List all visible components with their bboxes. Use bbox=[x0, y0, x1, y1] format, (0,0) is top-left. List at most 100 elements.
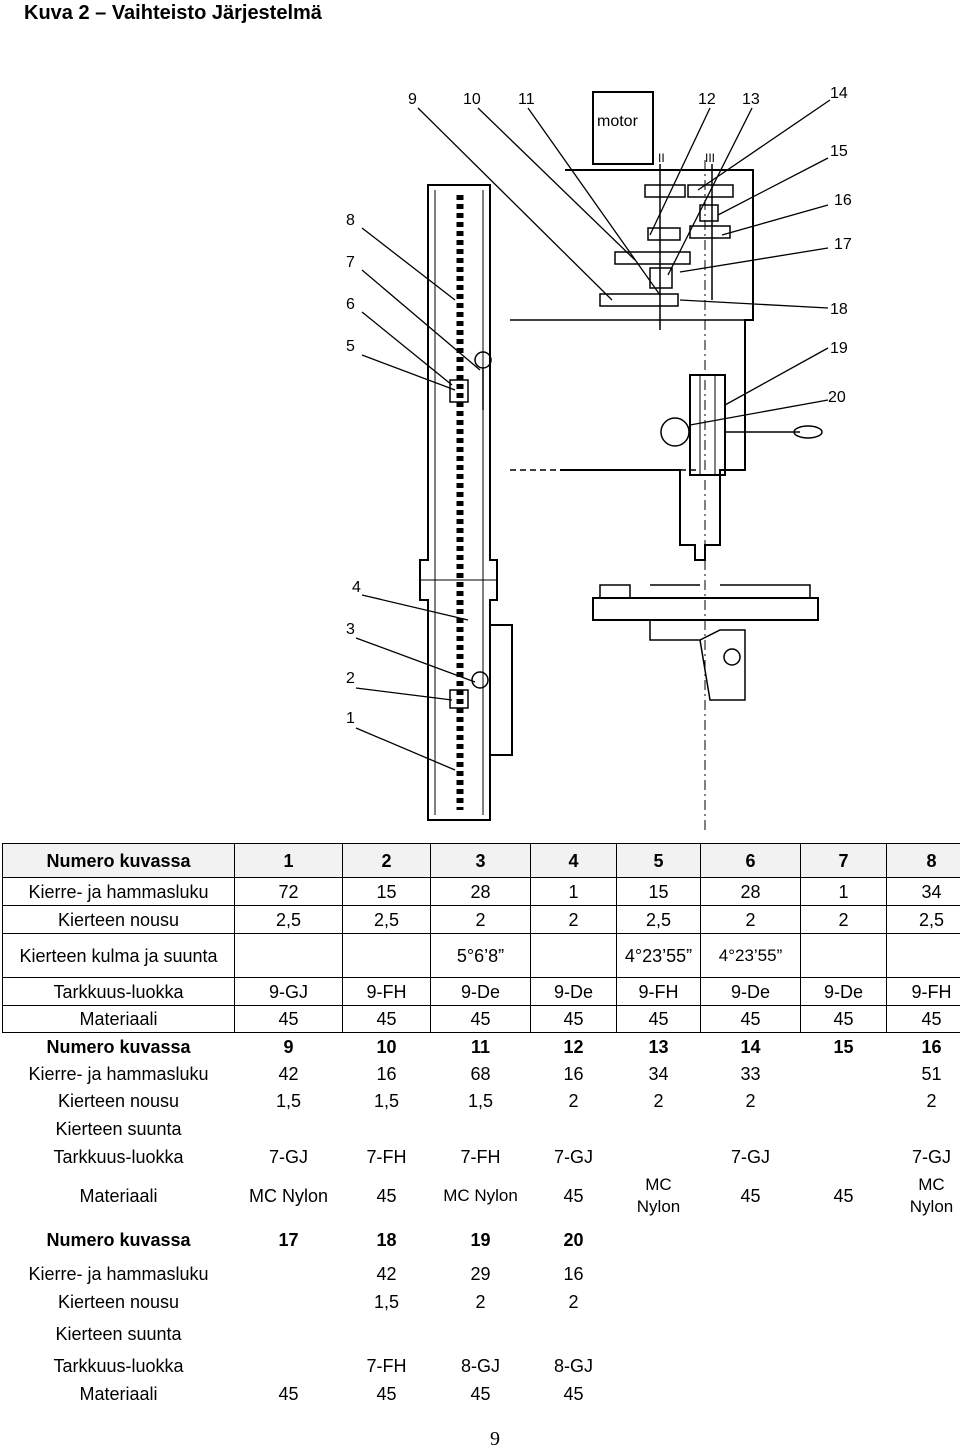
table-cell: 51 bbox=[887, 1061, 960, 1088]
table-cell: 2 bbox=[531, 1088, 617, 1115]
row-label: Kierteen nousu bbox=[3, 906, 235, 934]
callout-11: 11 bbox=[518, 91, 535, 108]
row-label: Numero kuvassa bbox=[3, 1221, 235, 1259]
table-cell: 33 bbox=[701, 1061, 801, 1088]
table-cell bbox=[801, 1061, 887, 1088]
table-row: Tarkkuus-luokka 9-GJ 9-FH 9-De 9-De 9-FH… bbox=[3, 978, 960, 1006]
table-cell bbox=[531, 1115, 617, 1143]
table-cell: 19 bbox=[431, 1221, 531, 1259]
table-cell: 20 bbox=[531, 1221, 617, 1259]
table-row: Numero kuvassa 9 10 11 12 13 14 15 16 bbox=[3, 1033, 960, 1061]
table-cell: 1,5 bbox=[431, 1088, 531, 1115]
table-row: Kierteen nousu 2,5 2,5 2 2 2,5 2 2 2,5 bbox=[3, 906, 960, 934]
table-cell bbox=[531, 1316, 617, 1352]
table-cell bbox=[343, 1316, 431, 1352]
spec-table: Numero kuvassa 1 2 3 4 5 6 7 8 Kierre- j… bbox=[2, 843, 960, 1408]
table-cell: 3 bbox=[431, 844, 531, 878]
table-cell: 11 bbox=[431, 1033, 531, 1061]
table-cell: 45 bbox=[235, 1006, 343, 1033]
table-cell: 7-FH bbox=[431, 1143, 531, 1171]
callout-18: 18 bbox=[830, 301, 848, 318]
table-cell bbox=[235, 934, 343, 978]
callout-6: 6 bbox=[346, 296, 355, 313]
table-cell: 2 bbox=[801, 906, 887, 934]
table-cell bbox=[617, 1115, 701, 1143]
shaft-label-ii: II bbox=[658, 151, 665, 165]
table-cell: 7-GJ bbox=[887, 1143, 960, 1171]
table-cell: 2,5 bbox=[235, 906, 343, 934]
callout-3: 3 bbox=[346, 621, 355, 638]
callout-13: 13 bbox=[742, 91, 760, 108]
table-row: Tarkkuus-luokka 7-GJ 7-FH 7-FH 7-GJ 7-GJ… bbox=[3, 1143, 960, 1171]
callout-5: 5 bbox=[346, 338, 355, 355]
table-cell: 45 bbox=[801, 1006, 887, 1033]
table-cell bbox=[431, 1115, 531, 1143]
table-cell: 15 bbox=[343, 878, 431, 906]
table-cell: 7-FH bbox=[343, 1143, 431, 1171]
callout-20: 20 bbox=[828, 389, 846, 406]
table-cell: MC Nylon bbox=[235, 1171, 343, 1221]
table-cell: 15 bbox=[617, 878, 701, 906]
row-label: Materiaali bbox=[3, 1380, 235, 1408]
table-cell: 28 bbox=[431, 878, 531, 906]
table-cell: 45 bbox=[531, 1171, 617, 1221]
table-cell: 9-FH bbox=[343, 978, 431, 1006]
page-number: 9 bbox=[490, 1428, 500, 1451]
row-label: Kierre- ja hammasluku bbox=[3, 1061, 235, 1088]
table-cell: 4°23’55” bbox=[701, 934, 801, 978]
table-cell: 6 bbox=[701, 844, 801, 878]
table-cell: 2 bbox=[531, 906, 617, 934]
table-cell: 1 bbox=[235, 844, 343, 878]
table-cell: 17 bbox=[235, 1221, 343, 1259]
callout-16: 16 bbox=[834, 192, 852, 209]
callout-7: 7 bbox=[346, 254, 355, 271]
table-cell: 2,5 bbox=[343, 906, 431, 934]
table-cell: 18 bbox=[343, 1221, 431, 1259]
table-cell bbox=[235, 1115, 343, 1143]
table-cell bbox=[235, 1259, 343, 1289]
row-label: Kierre- ja hammasluku bbox=[3, 878, 235, 906]
table-cell bbox=[531, 934, 617, 978]
row-label: Kierteen kulma ja suunta bbox=[3, 934, 235, 978]
table-cell: 5 bbox=[617, 844, 701, 878]
table-cell: 8 bbox=[887, 844, 960, 878]
table-row: Kierre- ja hammasluku 42 29 16 bbox=[3, 1259, 960, 1289]
table-cell: 4°23’55” bbox=[617, 934, 701, 978]
table-cell: 45 bbox=[617, 1006, 701, 1033]
table-row: Kierteen kulma ja suunta 5°6’8” 4°23’55”… bbox=[3, 934, 960, 978]
callout-17: 17 bbox=[834, 236, 852, 253]
table-cell: 5°6’8” bbox=[431, 934, 531, 978]
table-row: Kierteen nousu 1,5 1,5 1,5 2 2 2 2 bbox=[3, 1088, 960, 1115]
table-cell: 1,5 bbox=[235, 1088, 343, 1115]
table-cell: 9-FH bbox=[887, 978, 960, 1006]
table-cell: 7-FH bbox=[343, 1352, 431, 1380]
table-cell: 45 bbox=[701, 1006, 801, 1033]
table-row: Materiaali 45 45 45 45 45 45 45 45 bbox=[3, 1006, 960, 1033]
row-label: Numero kuvassa bbox=[3, 1033, 235, 1061]
table-cell: 45 bbox=[701, 1171, 801, 1221]
table-cell: MC Nylon bbox=[887, 1171, 960, 1221]
table-cell: 9-De bbox=[431, 978, 531, 1006]
table-cell bbox=[431, 1316, 531, 1352]
table-cell: 68 bbox=[431, 1061, 531, 1088]
table-cell bbox=[887, 1115, 960, 1143]
callout-12: 12 bbox=[698, 91, 716, 108]
table-cell: 10 bbox=[343, 1033, 431, 1061]
table-row: Kierteen suunta bbox=[3, 1115, 960, 1143]
table-cell: 15 bbox=[801, 1033, 887, 1061]
table-cell bbox=[617, 1143, 701, 1171]
table-cell: 4 bbox=[531, 844, 617, 878]
table-cell bbox=[343, 1115, 431, 1143]
table-cell bbox=[235, 1289, 343, 1316]
row-label: Kierre- ja hammasluku bbox=[3, 1259, 235, 1289]
table-cell: 16 bbox=[531, 1259, 617, 1289]
table-cell: 2 bbox=[531, 1289, 617, 1316]
table-row: Materiaali 45 45 45 45 bbox=[3, 1380, 960, 1408]
table-cell: 34 bbox=[617, 1061, 701, 1088]
table-row: Tarkkuus-luokka 7-FH 8-GJ 8-GJ bbox=[3, 1352, 960, 1380]
table-cell: 2 bbox=[431, 1289, 531, 1316]
table-cell: 9-De bbox=[531, 978, 617, 1006]
table-cell bbox=[801, 934, 887, 978]
table-cell: 45 bbox=[531, 1006, 617, 1033]
table-cell: MC Nylon bbox=[617, 1171, 701, 1221]
